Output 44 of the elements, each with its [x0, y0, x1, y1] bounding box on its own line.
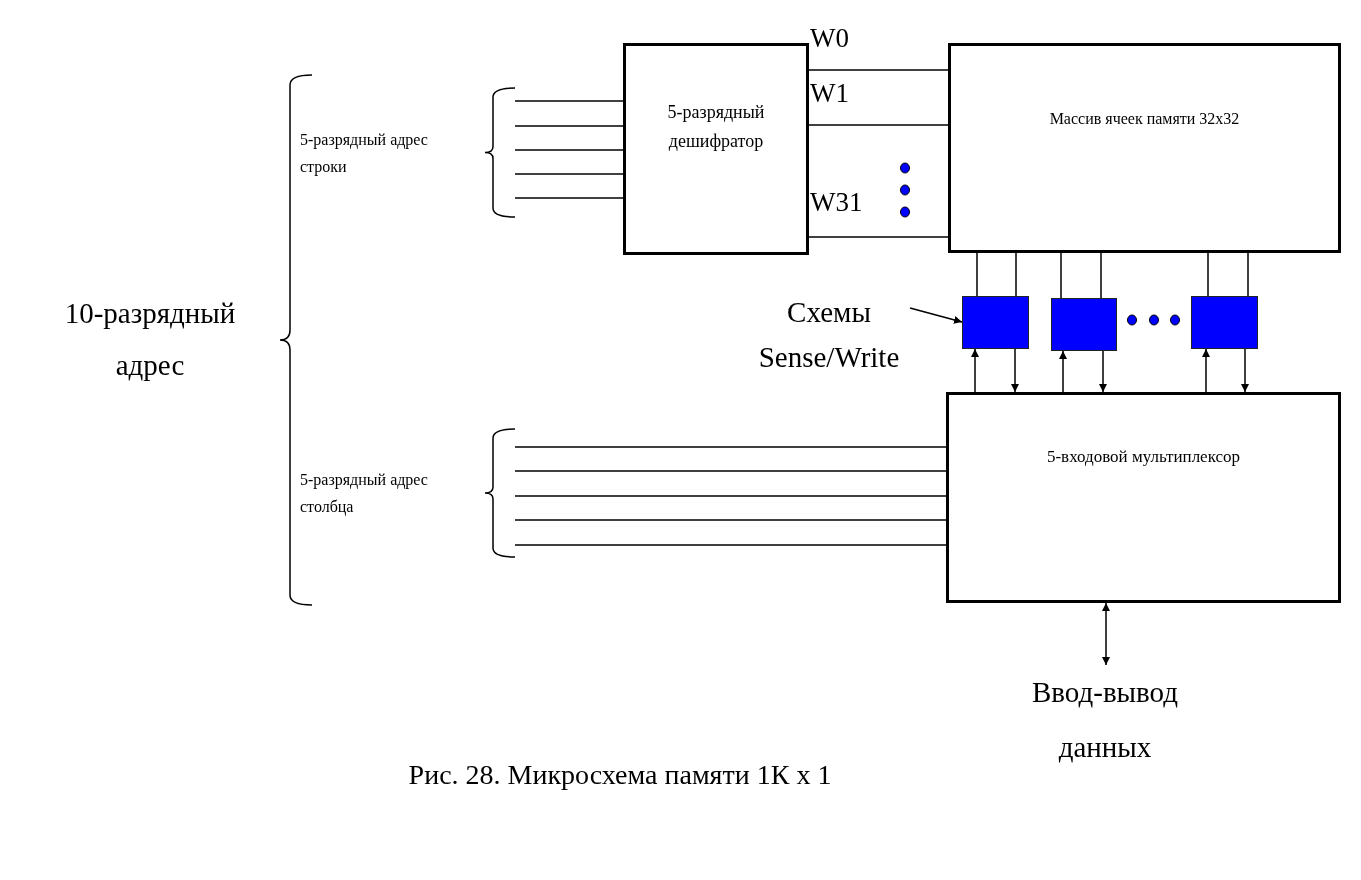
arrow — [1099, 350, 1107, 393]
connector-line — [1247, 252, 1249, 297]
sense-write-block — [1191, 296, 1258, 349]
memory-array-box — [948, 43, 1341, 253]
box-label: Массив ячеек памяти 32x32 — [1049, 109, 1240, 129]
connector-line — [976, 252, 978, 297]
connector-line — [1207, 252, 1209, 297]
connector-line — [514, 149, 624, 151]
caption-text: Схемы Sense/Write — [757, 295, 901, 375]
decoder-box — [623, 43, 809, 255]
figure-caption: Рис. 28. Микросхема памяти 1К x 1 — [407, 758, 833, 792]
connector-line — [514, 495, 947, 497]
address-label: 5-разрядный адрес столбца — [300, 470, 429, 518]
caption-text: Ввод-вывод данных — [1031, 675, 1179, 766]
address-label: 10-разрядный адрес — [63, 296, 237, 384]
arrow — [1059, 350, 1067, 393]
connector-line — [514, 446, 947, 448]
connector-line — [808, 69, 949, 71]
sense-write-block — [962, 296, 1029, 349]
connector-line — [514, 100, 624, 102]
connector-line — [514, 470, 947, 472]
connector-line — [514, 197, 624, 199]
arrow — [1011, 348, 1019, 393]
connector-line — [514, 125, 624, 127]
arrow — [1102, 602, 1110, 666]
arrow — [1202, 348, 1210, 393]
curly-bracket — [485, 87, 515, 218]
address-label: 5-разрядный адрес строки — [300, 130, 429, 178]
connector-line — [808, 124, 949, 126]
connector-line — [808, 236, 949, 238]
connector-line — [1060, 252, 1062, 299]
sense-write-block — [1051, 298, 1117, 351]
connector-line — [1100, 252, 1102, 299]
box-label: 5-входовой мультиплексор — [1046, 446, 1241, 468]
curly-bracket — [485, 428, 515, 558]
arrow — [1241, 348, 1249, 393]
arrow — [971, 348, 979, 393]
connector-line — [514, 544, 947, 546]
connector-line — [1015, 252, 1017, 297]
arrow — [909, 307, 963, 324]
connector-line — [514, 173, 624, 175]
box-label: 5-разрядный дешифратор — [666, 101, 766, 153]
connector-line — [514, 519, 947, 521]
multiplexer-box — [946, 392, 1341, 603]
